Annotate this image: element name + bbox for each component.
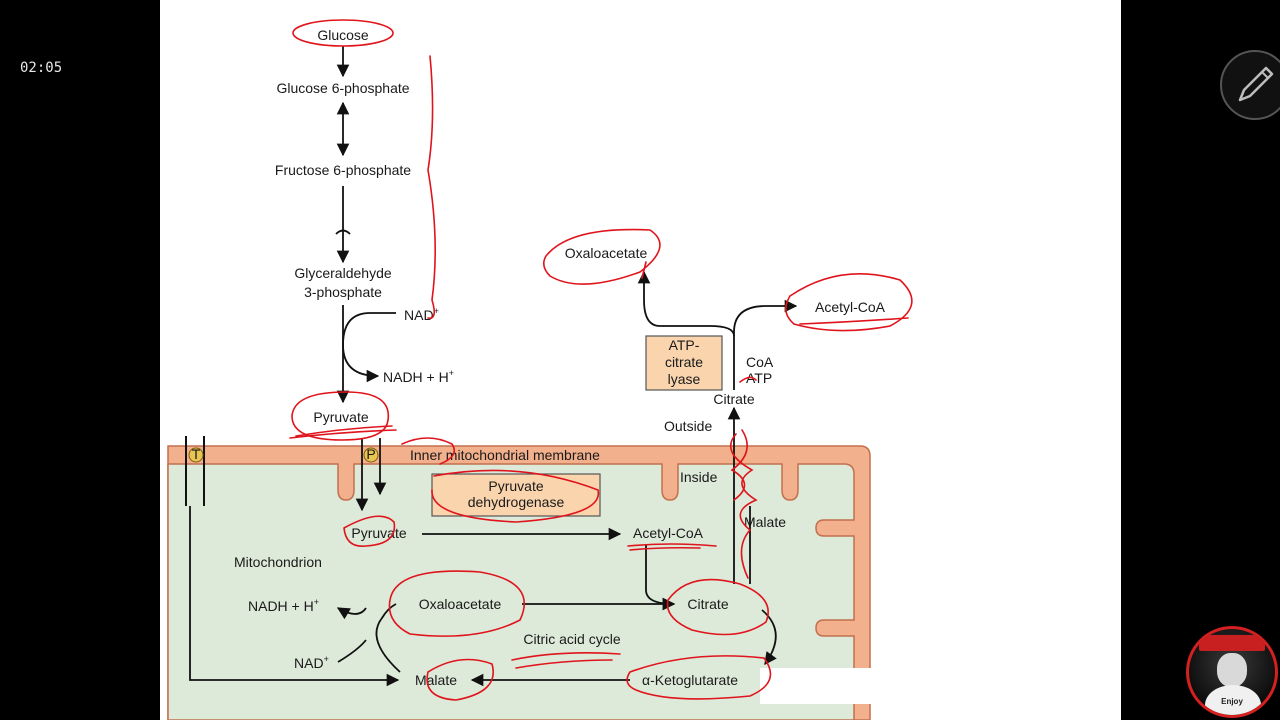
label-citrate-mito: Citrate xyxy=(687,596,728,612)
label-glucose-6-phosphate: Glucose 6-phosphate xyxy=(276,80,409,96)
pathway-arrows xyxy=(189,46,798,687)
label-lyase-line2: citrate xyxy=(665,354,703,370)
label-citrate-cyto: Citrate xyxy=(713,391,754,407)
label-inner-membrane: Inner mitochondrial membrane xyxy=(410,447,600,463)
label-atp: ATP xyxy=(746,370,772,386)
label-malate-mito: Malate xyxy=(415,672,457,688)
label-malate-transport: Malate xyxy=(744,514,786,530)
transporter-p-label: P xyxy=(366,446,375,462)
mitochondrion-membrane xyxy=(167,445,871,720)
pencil-icon xyxy=(1238,66,1274,102)
label-pdh-line2: dehydrogenase xyxy=(468,494,565,510)
video-timer: 02:05 xyxy=(20,60,63,76)
label-pyruvate-mito: Pyruvate xyxy=(351,525,406,541)
label-alpha-ketoglutarate: α-Ketoglutarate xyxy=(642,672,738,688)
label-g3p-line1: Glyceraldehyde xyxy=(294,265,391,281)
lyase-box xyxy=(645,335,723,391)
label-pdh-line1: Pyruvate xyxy=(488,478,543,494)
label-mitochondrion: Mitochondrion xyxy=(234,554,322,570)
avatar-body xyxy=(1205,685,1261,715)
channel-avatar: Enjoy xyxy=(1186,626,1278,718)
label-coa: CoA xyxy=(746,354,774,370)
label-nad-cyto: NAD+ xyxy=(404,306,439,323)
avatar-tag: Enjoy xyxy=(1221,697,1243,706)
label-lyase-line1: ATP- xyxy=(669,337,700,353)
transporter-t: T xyxy=(185,436,205,506)
diagram-labels: Glucose Glucose 6-phosphate Fructose 6-p… xyxy=(234,27,886,688)
label-citric-acid-cycle: Citric acid cycle xyxy=(523,631,620,647)
label-oxaloacetate-cyto: Oxaloacetate xyxy=(565,245,648,261)
label-inside: Inside xyxy=(680,469,718,485)
red-annotations xyxy=(289,19,913,701)
slide-canvas: T P xyxy=(160,0,1121,720)
transporter-p: P xyxy=(363,446,379,463)
avatar-face xyxy=(1217,653,1247,687)
label-oxaloacetate-mito: Oxaloacetate xyxy=(419,596,502,612)
label-outside: Outside xyxy=(664,418,712,434)
white-patch xyxy=(760,668,875,704)
pen-tool-button[interactable] xyxy=(1220,50,1280,120)
label-acetylcoa-mito: Acetyl-CoA xyxy=(633,525,704,541)
pathway-diagram: T P xyxy=(167,19,913,720)
label-nadh-mito: NADH + H+ xyxy=(248,597,319,614)
label-nad-mito: NAD+ xyxy=(294,654,329,671)
label-glucose: Glucose xyxy=(317,27,369,43)
label-nadh-cyto: NADH + H+ xyxy=(383,368,454,385)
label-fructose-6-phosphate: Fructose 6-phosphate xyxy=(275,162,411,178)
transporter-t-label: T xyxy=(192,446,201,462)
label-acetylcoa-cyto: Acetyl-CoA xyxy=(815,299,886,315)
label-pyruvate-cyto: Pyruvate xyxy=(313,409,368,425)
avatar-banner xyxy=(1199,635,1265,651)
label-g3p-line2: 3-phosphate xyxy=(304,284,382,300)
label-lyase-line3: lyase xyxy=(668,371,701,387)
